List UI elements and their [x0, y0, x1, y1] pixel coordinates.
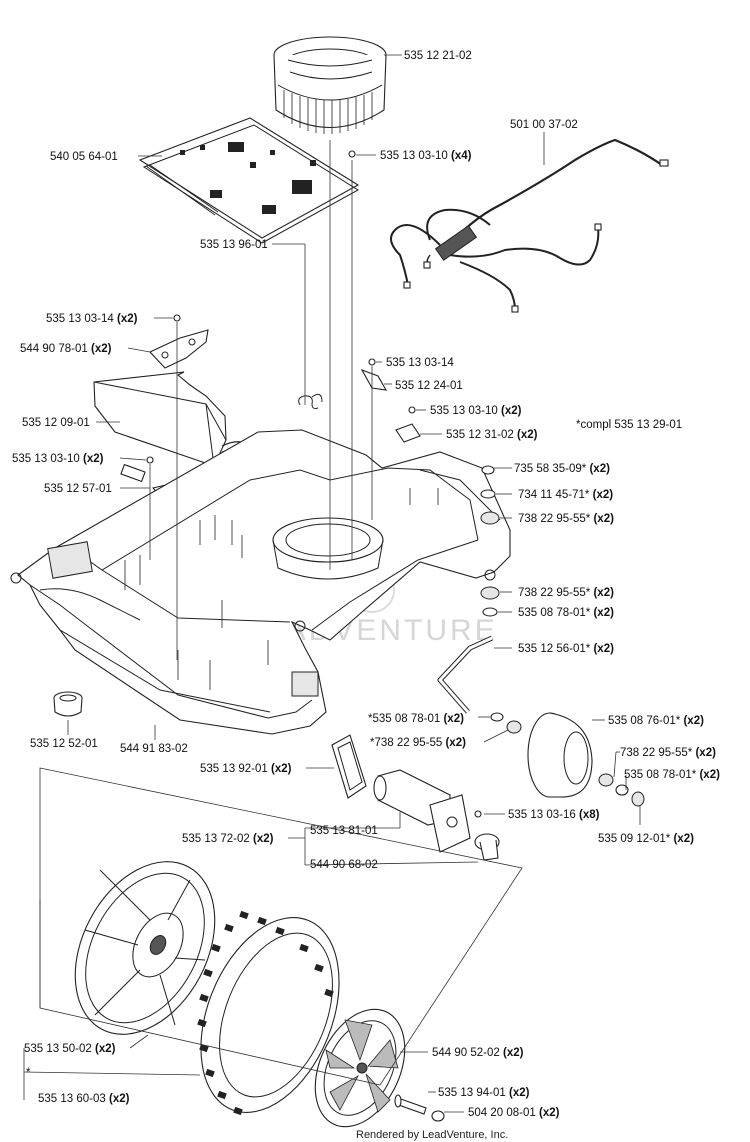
label-504-20-08-01: 504 20 08-01 (x2) — [468, 1107, 560, 1119]
part-cup — [53, 691, 83, 717]
part-bolt — [394, 1094, 445, 1122]
label-535-13-50-02: 535 13 50-02 (x2) — [24, 1043, 116, 1055]
part-washers-right — [480, 465, 500, 617]
label-asterisk: * — [26, 1067, 31, 1079]
label-535-09-12-01: 535 09 12-01* (x2) — [598, 833, 694, 845]
label-535-13-96-01: 535 13 96-01 — [200, 239, 268, 251]
leader-lines — [23, 54, 641, 1113]
label-535-13-03-16: 535 13 03-16 (x8) — [508, 809, 600, 821]
part-plate — [395, 423, 421, 443]
label-535-08-78-01-b: *535 08 78-01 (x2) — [368, 713, 464, 725]
part-hook — [298, 393, 323, 409]
label-535-13-94-01: 535 13 94-01 (x2) — [438, 1087, 530, 1099]
part-circuit-board — [138, 117, 360, 244]
part-bracket — [149, 329, 209, 369]
part-hubcap — [314, 1008, 406, 1128]
label-738-22-95-55-b: 738 22 95-55* (x2) — [518, 587, 614, 599]
footer-credit: Rendered by LeadVenture, Inc. — [356, 1129, 508, 1141]
part-crank-axle — [437, 635, 494, 714]
label-535-12-52-01: 535 12 52-01 — [30, 738, 98, 750]
label-535-12-21-02: 535 12 21-02 — [404, 50, 472, 62]
label-535-13-72-02: 535 13 72-02 (x2) — [182, 833, 274, 845]
label-544-91-83-02: 544 91 83-02 — [120, 743, 188, 755]
label-544-90-68-02: 544 90 68-02 — [310, 859, 378, 871]
part-labels: 535 12 21-02 501 00 37-02 540 05 64-01 5… — [12, 50, 720, 1119]
label-535-13-03-14-x2: 535 13 03-14 (x2) — [46, 313, 138, 325]
part-wire-harness — [390, 138, 669, 313]
label-738-22-95-55-a: 738 22 95-55* (x2) — [518, 513, 614, 525]
part-clip — [360, 368, 388, 391]
part-tire — [197, 910, 340, 1116]
label-535-08-76-01: 535 08 76-01* (x2) — [608, 715, 704, 727]
label-734-11-45-71: 734 11 45-71* (x2) — [518, 489, 613, 501]
label-540-05-64-01: 540 05 64-01 — [50, 151, 118, 163]
label-535-12-09-01: 535 12 09-01 — [22, 417, 90, 429]
label-535-13-92-01: 535 13 92-01 (x2) — [200, 763, 292, 775]
label-535-13-03-10-x2-left: 535 13 03-10 (x2) — [12, 453, 104, 465]
label-735-58-35-09: 735 58 35-09* (x2) — [514, 463, 610, 475]
kit-note: *compl 535 13 29-01 — [576, 419, 682, 431]
label-535-12-56-01: 535 12 56-01* (x2) — [518, 643, 614, 655]
part-connector — [120, 463, 146, 483]
label-535-08-78-01-a: 535 08 78-01* (x2) — [518, 607, 614, 619]
label-535-12-31-02: 535 12 31-02 (x2) — [446, 429, 538, 441]
label-535-13-81-01: 535 13 81-01 — [310, 825, 378, 837]
label-535-08-78-01-c: 535 08 78-01* (x2) — [624, 769, 720, 781]
label-501-00-37-02: 501 00 37-02 — [510, 119, 578, 131]
part-rear-wheel — [74, 861, 216, 1035]
part-screw-board — [348, 150, 356, 158]
label-535-13-60-03: 535 13 60-03 (x2) — [38, 1093, 130, 1105]
label-535-13-03-14: 535 13 03-14 — [386, 357, 454, 369]
part-small-screws — [146, 314, 416, 464]
label-738-22-95-55-d: 738 22 95-55* (x2) — [620, 747, 716, 759]
label-535-12-57-01: 535 12 57-01 — [44, 483, 112, 495]
part-front-ring — [273, 36, 387, 134]
label-535-13-03-10-x4: 535 13 03-10 (x4) — [380, 150, 472, 162]
label-544-90-52-02: 544 90 52-02 (x2) — [432, 1047, 524, 1059]
label-738-22-95-55-c: *738 22 95-55 (x2) — [370, 737, 466, 749]
part-front-wheel — [490, 712, 645, 807]
part-hub — [474, 833, 500, 861]
label-535-12-24-01: 535 12 24-01 — [395, 380, 463, 392]
part-motor — [373, 769, 482, 853]
part-gasket — [331, 734, 367, 799]
label-535-13-03-10-x2-top: 535 13 03-10 (x2) — [430, 405, 522, 417]
part-chassis — [10, 429, 511, 735]
label-544-90-78-01: 544 90 78-01 (x2) — [20, 343, 112, 355]
